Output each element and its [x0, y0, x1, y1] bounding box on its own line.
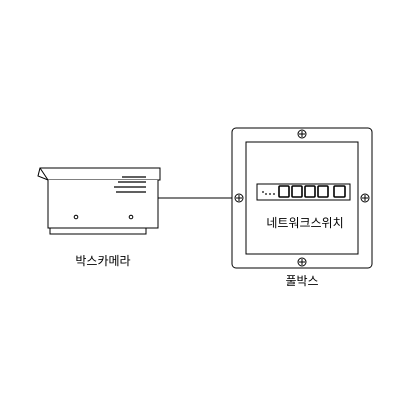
screw-bottom-icon: [297, 257, 307, 267]
camera-lid: [37, 167, 161, 181]
camera-screw-right: [128, 214, 134, 220]
switch-port-2: [291, 185, 303, 198]
camera-label: 박스카메라: [75, 254, 130, 268]
switch-port-4: [317, 185, 329, 198]
network-switch-label: 네트워크스위치: [266, 216, 343, 230]
pull-box-label: 풀박스: [285, 274, 318, 288]
screw-top-icon: [297, 129, 307, 139]
box-camera: [37, 167, 161, 235]
network-switch: [256, 183, 351, 201]
camera-front-edge: [39, 167, 49, 181]
switch-port-1: [278, 185, 290, 198]
pull-box: [231, 127, 373, 269]
camera-base: [49, 227, 147, 235]
switch-status-leds: [262, 191, 275, 195]
switch-port-5: [333, 185, 346, 198]
camera-screw-left: [73, 214, 79, 220]
switch-port-3: [304, 185, 316, 198]
camera-vents: [114, 176, 146, 193]
switch-ports: [278, 185, 346, 198]
screw-right-icon: [360, 193, 370, 203]
screw-left-icon: [234, 193, 244, 203]
switch-body: [256, 183, 351, 201]
pull-box-inner: [245, 141, 359, 255]
